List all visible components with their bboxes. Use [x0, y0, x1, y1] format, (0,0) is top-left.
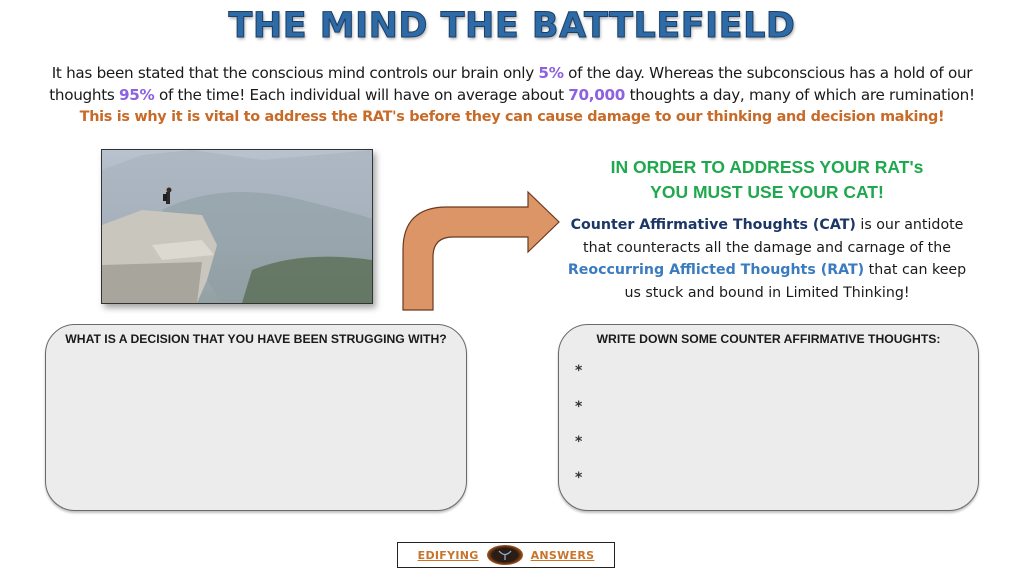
cat-heading-line-1: IN ORDER TO ADDRESS YOUR RAT's — [610, 157, 924, 177]
intro-text: It has been stated that the conscious mi… — [51, 64, 539, 82]
intro-line-1: It has been stated that the conscious mi… — [20, 62, 1004, 84]
bullet-item[interactable]: * — [575, 363, 583, 379]
thought-count: 70,000 — [568, 86, 626, 104]
warning-text: This is why it is vital to address the R… — [79, 109, 945, 125]
bullet-item[interactable]: * — [575, 398, 583, 415]
bullet-list: * * * * — [575, 363, 582, 505]
bullet-item[interactable]: * — [575, 469, 583, 486]
counter-thoughts-title: WRITE DOWN SOME COUNTER AFFIRMATIVE THOU… — [596, 332, 941, 346]
logo-emblem-icon — [486, 545, 523, 565]
logo-word-left: EDIFYING — [417, 548, 479, 562]
intro-text: of the time! Each individual will have o… — [154, 86, 569, 104]
logo-word-right: ANSWERS — [530, 548, 595, 562]
cat-text: is our antidote that counteracts all the… — [583, 217, 964, 256]
cat-description: Counter Affirmative Thoughts (CAT) is ou… — [558, 214, 976, 304]
decision-box-title: WHAT IS A DECISION THAT YOU HAVE BEEN ST… — [65, 332, 447, 346]
intro-text: of the day. Whereas the subconscious has… — [563, 64, 973, 82]
cat-term: Counter Affirmative Thoughts (CAT) — [570, 217, 856, 233]
intro-text: thoughts — [49, 86, 119, 104]
mountain-landscape-image — [102, 150, 372, 303]
intro-line-2: thoughts 95% of the time! Each individua… — [20, 84, 1004, 106]
right-turn-arrow-icon — [402, 190, 560, 311]
subconscious-percent: 95% — [119, 86, 155, 104]
page-title: THE MIND THE BATTLEFIELD — [228, 6, 796, 47]
counter-thoughts-box[interactable]: WRITE DOWN SOME COUNTER AFFIRMATIVE THOU… — [558, 324, 979, 511]
decision-struggle-box[interactable]: WHAT IS A DECISION THAT YOU HAVE BEEN ST… — [45, 324, 467, 511]
intro-text: thoughts a day, many of which are rumina… — [625, 86, 975, 104]
edifying-answers-logo: EDIFYING ANSWERS — [397, 542, 615, 568]
cat-text: that can keep us stuck and bound in Limi… — [624, 262, 967, 301]
conscious-percent: 5% — [538, 64, 564, 82]
cat-heading-line-2: YOU MUST USE YOUR CAT! — [650, 182, 884, 202]
intro-paragraph: It has been stated that the conscious mi… — [20, 62, 1004, 128]
bullet-item[interactable]: * — [575, 434, 583, 450]
cliff-photo — [101, 149, 373, 304]
rat-term: Reoccurring Afflicted Thoughts (RAT) — [567, 262, 865, 278]
cat-heading: IN ORDER TO ADDRESS YOUR RAT's YOU MUST … — [558, 155, 976, 205]
